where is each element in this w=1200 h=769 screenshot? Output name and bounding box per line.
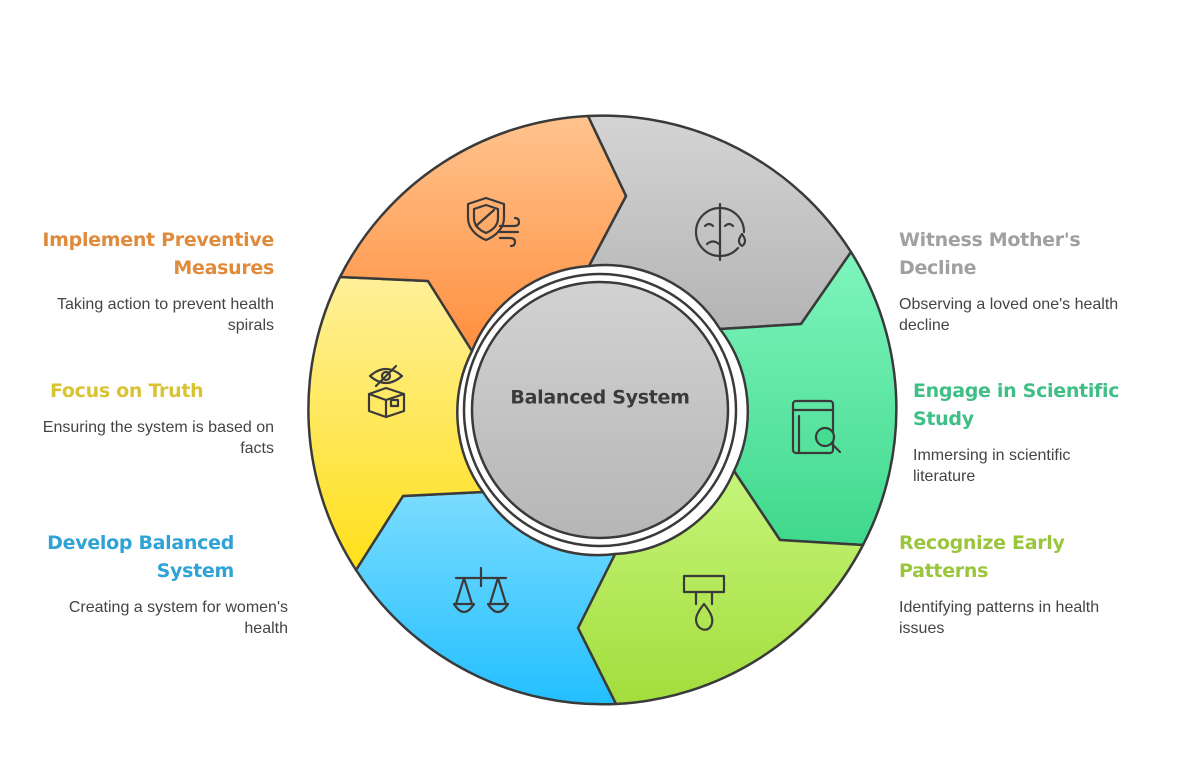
witness-title: Witness Mother's Decline bbox=[899, 229, 1081, 279]
segment-implement bbox=[338, 114, 628, 353]
crying-face-icon bbox=[694, 202, 747, 262]
focus-desc: Ensuring the system is based on facts bbox=[42, 419, 274, 457]
callout-recognize: Recognize Early Patterns Identifying pat… bbox=[899, 529, 1139, 639]
engage-title: Engage in Scientific Study bbox=[913, 380, 1120, 430]
recognize-title: Recognize Early Patterns bbox=[899, 532, 1065, 582]
callout-witness: Witness Mother's Decline Observing a lov… bbox=[899, 226, 1139, 336]
lamp-drop-icon bbox=[682, 574, 726, 631]
callout-implement: Implement Preventive Measures Taking act… bbox=[34, 226, 274, 336]
center-disk bbox=[470, 280, 730, 540]
recognize-desc: Identifying patterns in health issues bbox=[899, 599, 1100, 637]
develop-title: Develop Balanced System bbox=[47, 532, 234, 582]
engage-desc: Immersing in scientific literature bbox=[913, 447, 1071, 485]
witness-desc: Observing a loved one's health decline bbox=[899, 296, 1119, 334]
callout-engage: Engage in Scientific Study Immersing in … bbox=[913, 377, 1143, 487]
callout-develop: Develop Balanced System Creating a syste… bbox=[34, 529, 288, 639]
book-search-icon bbox=[791, 399, 842, 455]
implement-desc: Taking action to prevent health spirals bbox=[56, 296, 274, 334]
eye-box-icon bbox=[367, 364, 406, 419]
callout-focus: Focus on Truth Ensuring the system is ba… bbox=[34, 377, 274, 459]
center-label: Balanced System bbox=[510, 387, 689, 409]
shield-wind-icon bbox=[466, 196, 521, 248]
scales-icon bbox=[452, 566, 510, 614]
implement-title: Implement Preventive Measures bbox=[42, 229, 274, 279]
develop-desc: Creating a system for women's health bbox=[68, 599, 288, 637]
focus-title: Focus on Truth bbox=[50, 380, 204, 402]
